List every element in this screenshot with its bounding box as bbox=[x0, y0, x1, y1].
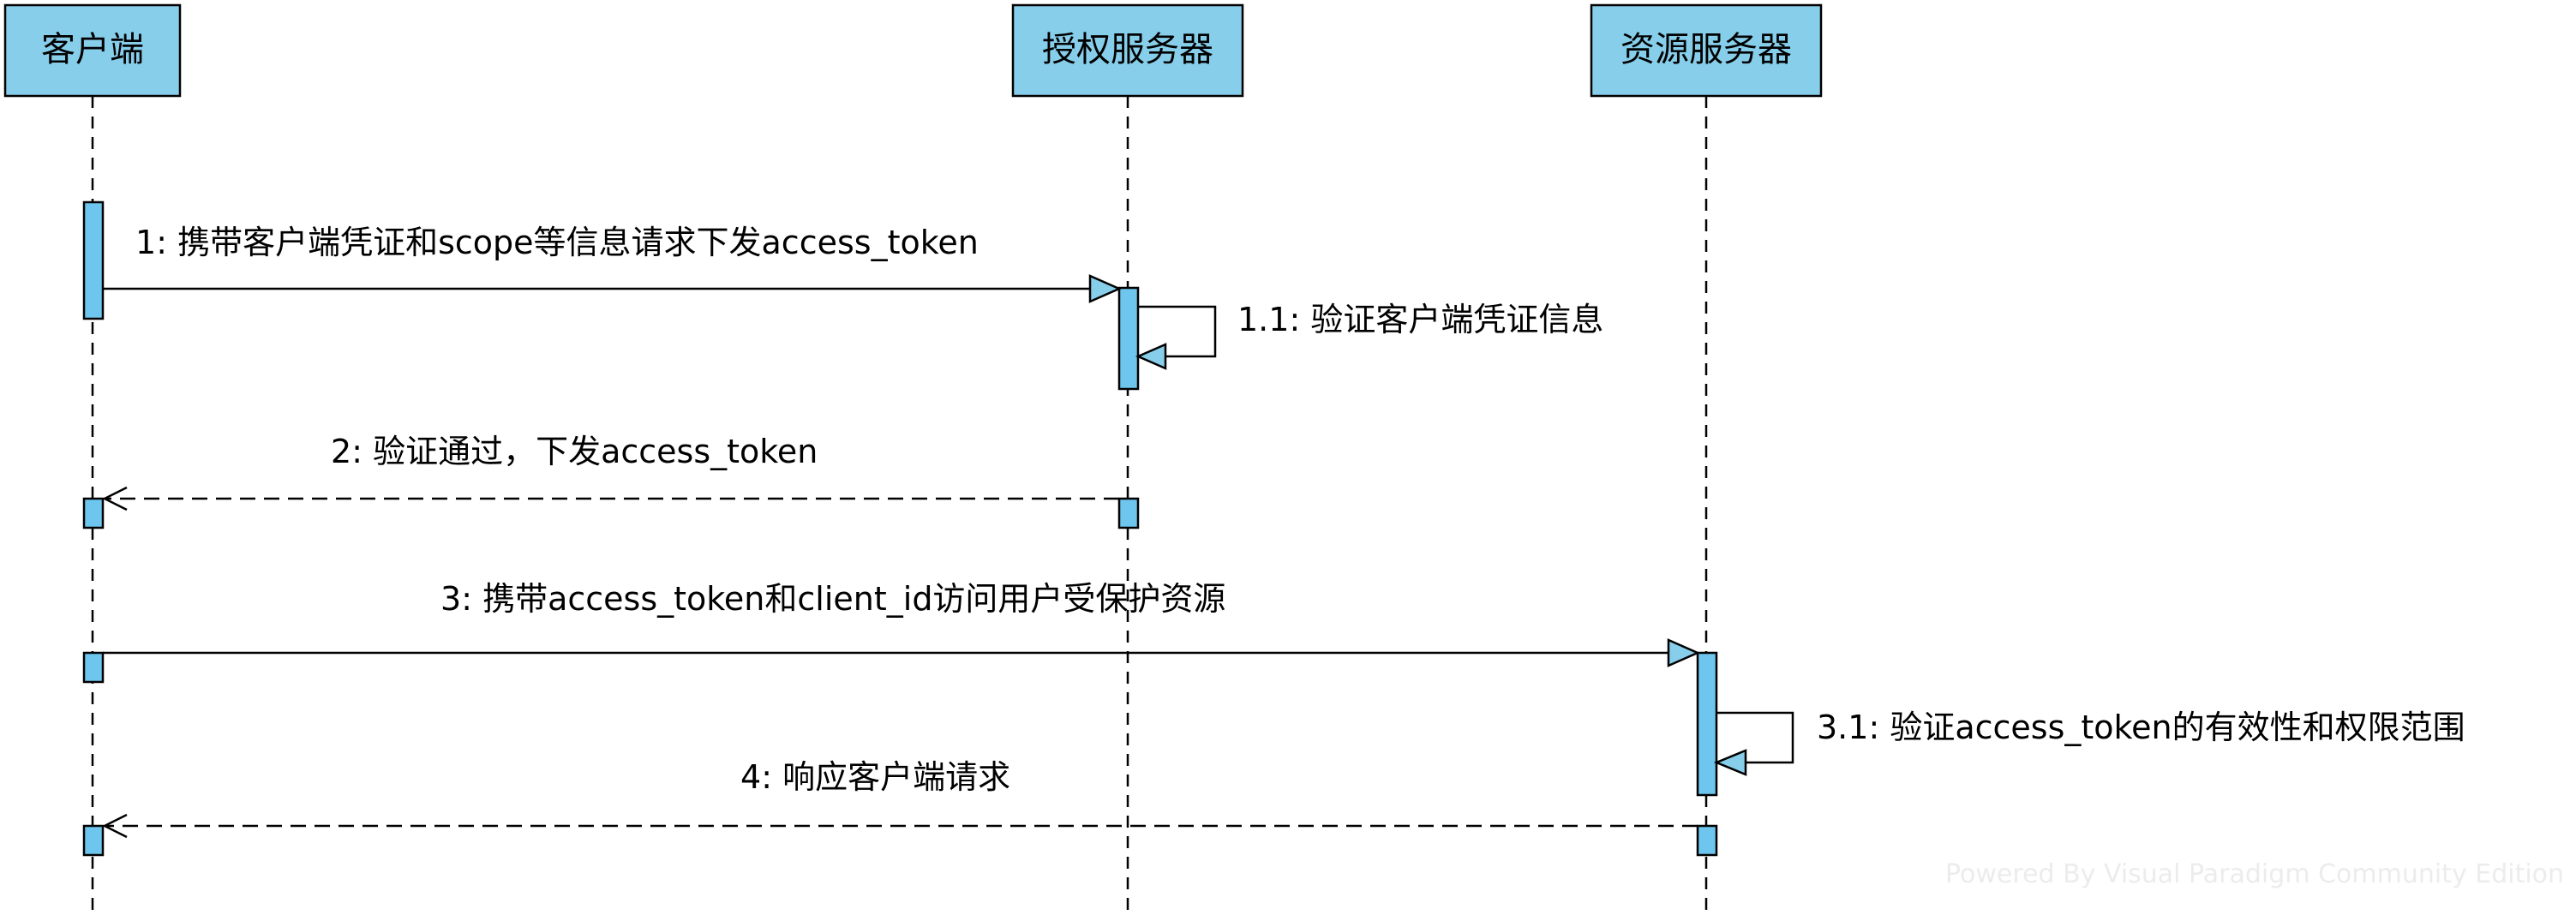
participant-label: 资源服务器 bbox=[1620, 30, 1792, 69]
activation-auth-2 bbox=[1117, 497, 1140, 529]
participant-resource-server[interactable]: 资源服务器 bbox=[1590, 3, 1823, 98]
message-3-1[interactable]: 3.1: 验证access_token的有效性和权限范围 bbox=[1713, 709, 2465, 776]
activation-auth-1 bbox=[1117, 286, 1140, 391]
self-call-arrow bbox=[1716, 711, 1794, 764]
activation-resource-2 bbox=[1696, 824, 1718, 857]
message-label: 2: 验证通过，下发access_token bbox=[331, 433, 818, 470]
arrowhead-filled bbox=[1713, 749, 1747, 776]
message-2[interactable]: 2: 验证通过，下发access_token bbox=[105, 433, 1119, 499]
participant-box bbox=[1011, 3, 1244, 98]
message-label: 3.1: 验证access_token的有效性和权限范围 bbox=[1817, 709, 2465, 746]
activation-client-4 bbox=[82, 824, 105, 857]
arrowhead-filled bbox=[1135, 343, 1167, 370]
activation-client-3 bbox=[82, 651, 105, 684]
message-3[interactable]: 3: 携带access_token和client_id访问用户受保护资源 bbox=[103, 580, 1701, 667]
participant-label: 授权服务器 bbox=[1042, 30, 1213, 69]
participant-box bbox=[3, 3, 182, 98]
message-number: 1: 携带客户端凭证和scope等信息请求下发access_token bbox=[135, 224, 979, 261]
message-4[interactable]: 4: 响应客户端请求 bbox=[105, 758, 1698, 826]
activation-client-2 bbox=[82, 497, 105, 529]
message-label: 1.1: 验证客户端凭证信息 bbox=[1237, 301, 1603, 338]
arrowhead-filled bbox=[1088, 274, 1123, 303]
message-label: 3: 携带access_token和client_id访问用户受保护资源 bbox=[440, 580, 1225, 618]
participant-auth-server[interactable]: 授权服务器 bbox=[1011, 3, 1244, 98]
participant-client[interactable]: 客户端 bbox=[3, 3, 182, 98]
participant-box bbox=[1590, 3, 1823, 98]
message-1[interactable]: 1: 携带客户端凭证和scope等信息请求下发access_token bbox=[103, 224, 1123, 303]
activation-client-1 bbox=[82, 200, 105, 320]
message-1-1[interactable]: 1.1: 验证客户端凭证信息 bbox=[1135, 301, 1603, 370]
self-call-arrow bbox=[1138, 305, 1217, 358]
watermark-text: Powered By Visual Paradigm Community Edi… bbox=[1945, 859, 2564, 889]
message-label: 4: 响应客户端请求 bbox=[740, 758, 1010, 796]
arrowhead-filled bbox=[1667, 638, 1701, 667]
activation-resource-1 bbox=[1696, 651, 1718, 797]
participant-label: 客户端 bbox=[41, 30, 144, 69]
